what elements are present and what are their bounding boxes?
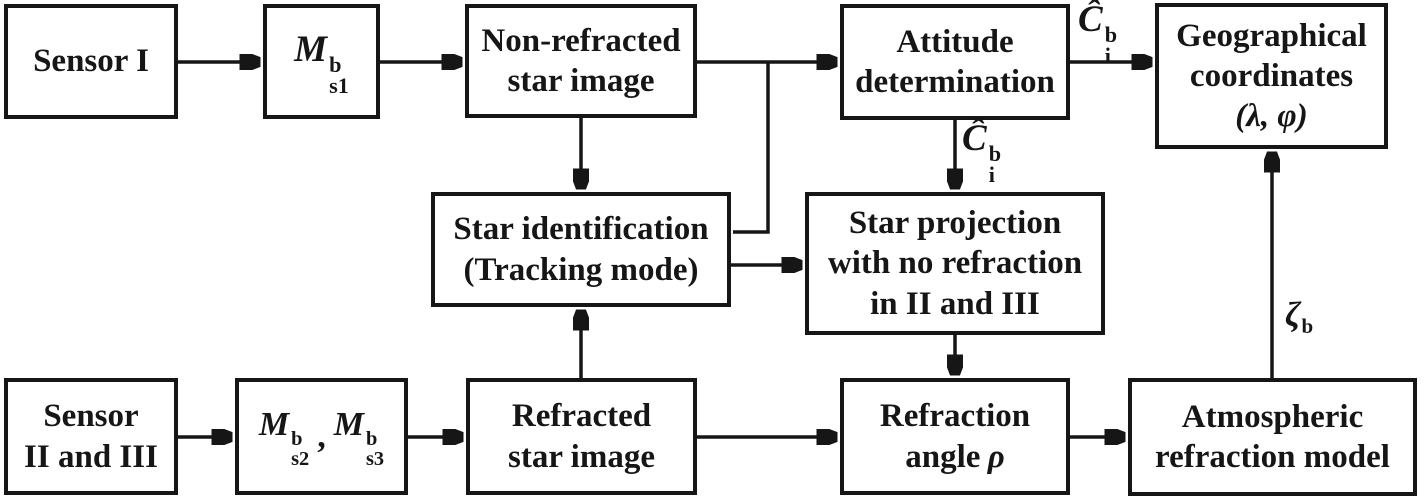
starproj-line1: Star projection <box>848 205 1062 242</box>
connector-starident-to-attitude-line <box>733 62 770 234</box>
refracted-line1: Refracted <box>511 398 652 435</box>
node-refracted-star-image: Refracted star image <box>466 378 697 495</box>
refangle-line1: Refraction <box>879 398 1031 435</box>
attitude-line2: determination <box>855 64 1055 100</box>
matrix-s2-base: M <box>258 406 290 444</box>
attitude-line1: Attitude <box>896 23 1014 60</box>
starident-line1: Star identification <box>453 211 709 248</box>
node-sensor-2-3: Sensor II and III <box>4 378 178 495</box>
matrix-s2-sup: b <box>291 428 303 451</box>
geo-line3: (λ, φ) <box>1235 98 1308 135</box>
nonrefracted-line1: Non-refracted <box>481 22 681 59</box>
atmos-line2: refraction model <box>1155 439 1390 475</box>
sensor-1-label: Sensor I <box>33 43 149 80</box>
zeta-sub: b <box>1301 314 1314 339</box>
starproj-line2: with no refraction <box>827 245 1083 282</box>
matrix-s3-sup: b <box>365 428 378 451</box>
node-star-identification: Star identification (Tracking mode) <box>431 192 731 307</box>
geo-line1: Geographical <box>1176 17 1367 54</box>
refangle-line2-text: angle <box>905 438 981 475</box>
c-hat-mid-base: Ĉ <box>962 118 987 159</box>
node-nonrefracted-star-image: Non-refracted star image <box>465 4 697 118</box>
nonrefracted-line2: star image <box>507 63 655 99</box>
starident-line2: (Tracking mode) <box>463 251 699 288</box>
c-hat-top-sup: b <box>1104 22 1118 48</box>
matrix-s1-base: M <box>294 28 328 70</box>
node-geographical-coordinates: Geographical coordinates (λ, φ) <box>1155 3 1388 149</box>
matrix-s1-sub: s1 <box>329 73 349 99</box>
c-hat-top-base: Ĉ <box>1078 0 1103 40</box>
matrix-s3-sub: s3 <box>365 447 385 470</box>
c-hat-top-sub: i <box>1104 43 1111 69</box>
label-zeta-b: ζb <box>1285 297 1313 337</box>
node-attitude-determination: Attitude determination <box>840 4 1070 120</box>
c-hat-mid-sub: i <box>988 162 995 188</box>
c-hat-mid-sup: b <box>988 141 1002 167</box>
matrix-separator: , <box>317 417 326 455</box>
matrix-s3-base: M <box>333 406 364 444</box>
node-atmospheric-refraction-model: Atmospheric refraction model <box>1128 378 1417 496</box>
node-sensor-1: Sensor I <box>4 4 178 119</box>
sensor-2-3-line2: II and III <box>24 438 158 475</box>
refracted-line2: star image <box>508 438 655 475</box>
node-star-projection: Star projection with no refraction in II… <box>805 192 1105 335</box>
sensor-2-3-line1: Sensor <box>43 398 139 435</box>
zeta-base: ζ <box>1285 295 1301 334</box>
matrix-s1-sup: b <box>329 51 342 77</box>
atmos-line1: Atmospheric <box>1181 398 1364 435</box>
refangle-rho-symbol: ρ <box>987 438 1005 475</box>
matrix-s2-sub: s2 <box>291 447 310 470</box>
geo-line2: coordinates <box>1189 57 1354 94</box>
starproj-line3: in II and III <box>870 285 1040 322</box>
